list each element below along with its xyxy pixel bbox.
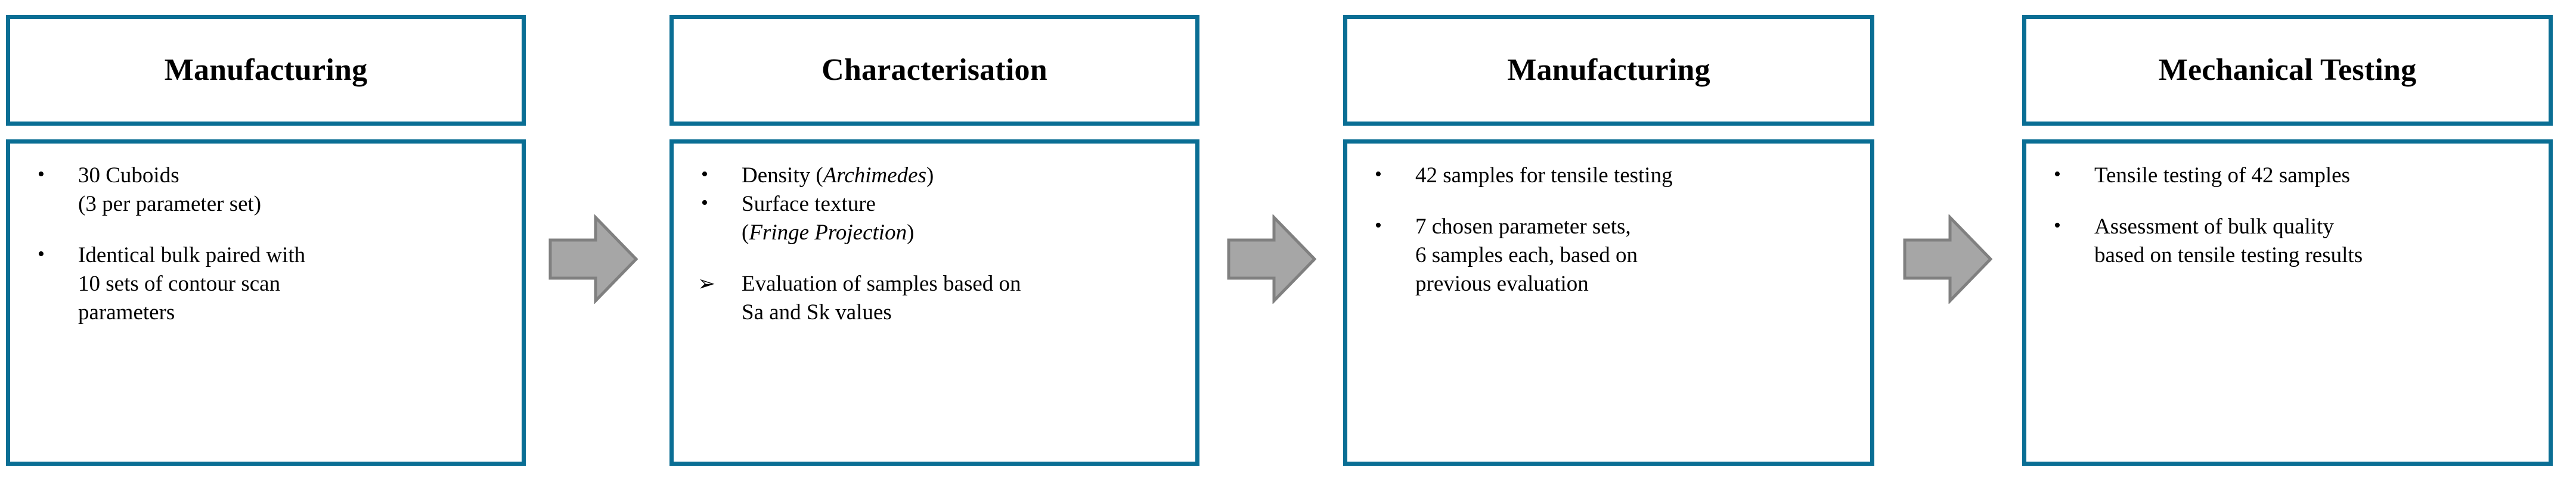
stage-title-1: Manufacturing xyxy=(164,52,368,87)
bullet-list-1: • 30 Cuboids (3 per parameter set) • Ide… xyxy=(28,161,510,327)
stage-manufacturing-1: Manufacturing • 30 Cuboids (3 per parame… xyxy=(6,0,526,492)
bullet-text: 42 samples for tensile testing xyxy=(1415,163,1673,188)
stage-body-box-3: • 42 samples for tensile testing • 7 cho… xyxy=(1343,139,1874,466)
bullet-dot-icon: • xyxy=(1375,163,1382,185)
stage-body-box-4: • Tensile testing of 42 samples • Assess… xyxy=(2022,139,2553,466)
stage-characterisation: Characterisation • Density (Archimedes) … xyxy=(669,0,1199,492)
bullet-dot-icon: • xyxy=(38,163,45,185)
list-item: • Tensile testing of 42 samples xyxy=(2044,161,2537,190)
bullet-dot-icon: • xyxy=(2054,163,2061,185)
bullet-dot-icon: • xyxy=(701,163,708,185)
list-item: • 30 Cuboids (3 per parameter set) xyxy=(28,161,510,219)
stage-body-box-2: • Density (Archimedes) • Surface texture… xyxy=(669,139,1199,466)
bullet-text: Tensile testing of 42 samples xyxy=(2094,163,2351,188)
list-item: • 7 chosen parameter sets, 6 samples eac… xyxy=(1365,213,1858,298)
stage-header-box-2: Characterisation xyxy=(669,15,1199,126)
stage-header-box-4: Mechanical Testing xyxy=(2022,15,2553,126)
bullet-text: Assessment of bulk quality based on tens… xyxy=(2094,214,2363,268)
stage-header-box-3: Manufacturing xyxy=(1343,15,1874,126)
list-item: • Assessment of bulk quality based on te… xyxy=(2044,213,2537,270)
bullet-list-3: • 42 samples for tensile testing • 7 cho… xyxy=(1365,161,1858,298)
bullet-text: 30 Cuboids (3 per parameter set) xyxy=(78,163,262,217)
arrow-bullet-icon: ➢ xyxy=(698,272,716,296)
bullet-dot-icon: • xyxy=(38,243,45,266)
list-item: • Surface texture(Fringe Projection) xyxy=(692,190,1183,247)
bullet-text: 7 chosen parameter sets, 6 samples each,… xyxy=(1415,214,1638,297)
arrow-stage-2-to-3 xyxy=(1227,214,1316,304)
bullet-dot-icon: • xyxy=(701,192,708,214)
stage-header-box-1: Manufacturing xyxy=(6,15,526,126)
list-item: • Density (Archimedes) xyxy=(692,161,1183,190)
right-arrow-icon xyxy=(548,214,638,304)
right-arrow-icon xyxy=(1903,214,1992,304)
stage-mechanical-testing: Mechanical Testing • Tensile testing of … xyxy=(2022,0,2553,492)
bullet-dot-icon: • xyxy=(1375,214,1382,237)
right-arrow-icon xyxy=(1227,214,1316,304)
stage-title-3: Manufacturing xyxy=(1507,52,1710,87)
stage-title-4: Mechanical Testing xyxy=(2158,52,2417,87)
bullet-text: Identical bulk paired with 10 sets of co… xyxy=(78,243,306,325)
arrow-stage-3-to-4 xyxy=(1903,214,1992,304)
bullet-list-2: • Density (Archimedes) • Surface texture… xyxy=(692,161,1183,327)
list-item: • Identical bulk paired with 10 sets of … xyxy=(28,241,510,327)
stage-title-2: Characterisation xyxy=(822,52,1047,87)
stage-body-box-1: • 30 Cuboids (3 per parameter set) • Ide… xyxy=(6,139,526,466)
bullet-text: Surface texture(Fringe Projection) xyxy=(742,192,915,245)
bullet-dot-icon: • xyxy=(2054,214,2061,237)
bullet-text: Density (Archimedes) xyxy=(742,163,934,188)
stage-manufacturing-2: Manufacturing • 42 samples for tensile t… xyxy=(1343,0,1874,492)
arrow-stage-1-to-2 xyxy=(548,214,638,304)
list-item: • 42 samples for tensile testing xyxy=(1365,161,1858,190)
bullet-list-4: • Tensile testing of 42 samples • Assess… xyxy=(2044,161,2537,270)
